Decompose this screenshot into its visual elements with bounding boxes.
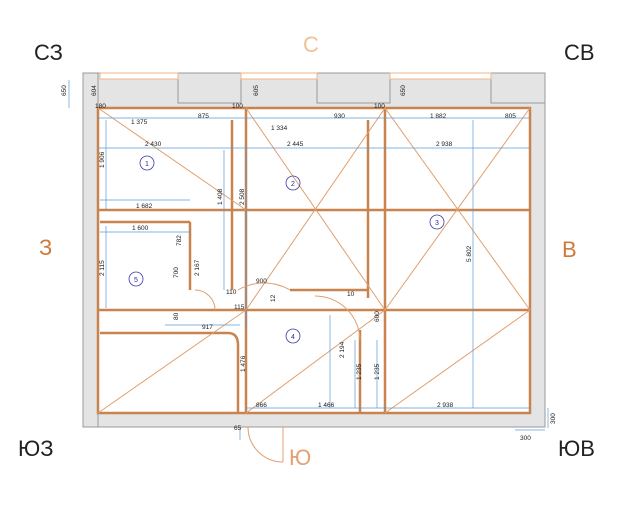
compass-north: С xyxy=(303,32,319,57)
dim-600: 600 xyxy=(374,311,381,322)
corner-label-ne: СВ xyxy=(564,40,595,65)
compass-east: В xyxy=(562,237,577,262)
diagonals xyxy=(97,107,531,414)
corner-label-se: ЮВ xyxy=(558,436,595,461)
dim-1408: 1 408 xyxy=(217,188,224,205)
dim-700: 700 xyxy=(173,267,180,278)
dim-300b: 300 xyxy=(520,435,531,442)
dim-900: 900 xyxy=(256,278,267,285)
outer-walls xyxy=(82,72,546,428)
dim-1682: 1 682 xyxy=(136,203,153,210)
dim-917: 917 xyxy=(202,324,213,331)
room-number-1: 1 xyxy=(145,161,149,168)
dim-930: 930 xyxy=(334,113,345,120)
dim-1882: 1 882 xyxy=(430,113,447,120)
corner-label-sw: ЮЗ xyxy=(18,436,54,461)
dim-1235b: 1 235 xyxy=(374,363,381,380)
dim-805: 805 xyxy=(505,113,516,120)
dim-1466: 1 466 xyxy=(318,402,335,409)
dim-2115: 2 115 xyxy=(99,260,106,276)
dim-2430: 2 430 xyxy=(145,141,162,148)
dim-12: 12 xyxy=(270,294,277,302)
room-marker-4 xyxy=(285,328,301,344)
dimension-labels: 650 604 605 650 180 100 100 1 375 875 1 … xyxy=(61,85,557,442)
dim-1600: 1 600 xyxy=(132,225,149,232)
room-number-3: 3 xyxy=(435,220,439,227)
dimension-lines xyxy=(68,80,549,440)
dim-604: 604 xyxy=(91,85,98,96)
dim-100: 100 xyxy=(232,103,243,110)
dim-80: 80 xyxy=(173,312,180,320)
room-number-4: 4 xyxy=(291,334,295,341)
dim-866: 866 xyxy=(256,402,267,409)
dim-782: 782 xyxy=(176,235,183,246)
room-number-2: 2 xyxy=(291,181,295,188)
dim-2938: 2 938 xyxy=(436,141,453,148)
dim-875: 875 xyxy=(198,113,209,120)
room-number-5: 5 xyxy=(134,277,138,284)
dim-1375: 1 375 xyxy=(131,119,148,126)
dim-1235: 1 235 xyxy=(356,363,363,380)
room-marker-1 xyxy=(139,155,155,171)
room-marker-3 xyxy=(429,214,445,230)
dim-110: 110 xyxy=(226,289,237,296)
compass-south: Ю xyxy=(289,445,311,470)
dim-180: 180 xyxy=(95,103,106,110)
doors xyxy=(194,282,361,463)
dim-2167: 2 167 xyxy=(194,259,201,276)
dim-65: 65 xyxy=(234,425,242,432)
dim-300: 300 xyxy=(550,413,557,424)
dim-5802: 5 802 xyxy=(466,245,473,262)
dim-650: 650 xyxy=(61,85,68,96)
room-marker-2 xyxy=(285,175,301,191)
dim-10: 10 xyxy=(347,291,355,298)
compass-west: З xyxy=(39,235,52,260)
dim-1334: 1 334 xyxy=(271,125,288,132)
dim-650b: 650 xyxy=(400,85,407,96)
dim-100b: 100 xyxy=(374,103,385,110)
dim-2445: 2 445 xyxy=(287,141,304,148)
dim-2938b: 2 938 xyxy=(437,402,454,409)
dim-1906: 1 906 xyxy=(99,151,106,168)
windows xyxy=(99,72,492,80)
dim-115: 115 xyxy=(234,304,245,311)
dim-605: 605 xyxy=(253,85,260,96)
room-marker-5 xyxy=(128,271,144,287)
dim-2508: 2 508 xyxy=(239,188,246,205)
dim-1476: 1 476 xyxy=(240,355,247,372)
dim-2194: 2 194 xyxy=(339,341,346,358)
room-markers xyxy=(128,155,445,344)
corner-label-nw: СЗ xyxy=(34,40,63,65)
